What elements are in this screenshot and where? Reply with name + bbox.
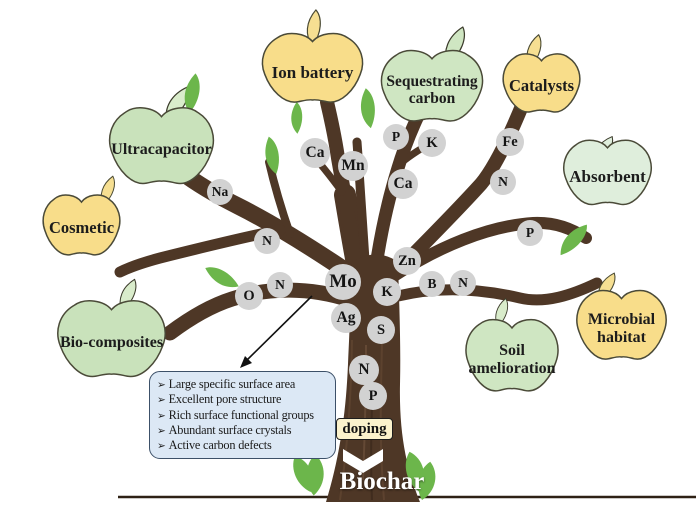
apple-microbial-habitat: Microbial habitat — [572, 287, 671, 365]
element-n: N — [349, 355, 379, 385]
chevron-down-icon — [343, 449, 383, 473]
apple-icon — [257, 30, 368, 108]
info-item: ➢Active carbon defects — [157, 438, 331, 453]
info-item: ➢Large specific surface area — [157, 377, 331, 392]
apple-label: Sequestrating carbon — [386, 72, 478, 108]
apple-label: Ultracapacitor — [111, 141, 212, 159]
element-b: B — [419, 271, 445, 297]
element-o: O — [235, 282, 263, 310]
element-na: Na — [207, 179, 233, 205]
apple-label: Cosmetic — [48, 218, 115, 238]
apple-ultracapacitor: Ultracapacitor — [104, 104, 219, 190]
apple-icon — [559, 137, 656, 210]
element-n: N — [490, 169, 516, 195]
apple-icon — [104, 104, 219, 190]
arrow-bullet-icon: ➢ — [157, 441, 166, 453]
element-ag: Ag — [331, 303, 361, 333]
apple-icon — [499, 51, 584, 117]
apple-icon — [376, 47, 488, 127]
properties-info-box: ➢Large specific surface area ➢Excellent … — [149, 371, 336, 460]
apple-icon — [461, 316, 563, 397]
element-ca: Ca — [388, 169, 418, 199]
info-item: ➢Abundant surface crystals — [157, 423, 331, 438]
info-item: ➢Rich surface functional groups — [157, 408, 331, 423]
info-item-text: Abundant surface crystals — [168, 422, 292, 437]
apple-icon — [39, 192, 124, 260]
info-item: ➢Excellent pore structure — [157, 392, 331, 407]
leaf-icon — [291, 101, 303, 134]
leaf-icon — [205, 267, 239, 288]
apple-label: Absorbent — [569, 166, 646, 186]
leaf-icon — [184, 73, 200, 114]
apple-label: Ion battery — [271, 62, 354, 82]
apple-label: Bio-composites — [59, 334, 164, 352]
element-s: S — [367, 316, 395, 344]
pointer-arrow — [240, 295, 313, 368]
element-k: K — [373, 278, 401, 306]
apple-ion-battery: Ion battery — [257, 30, 368, 108]
apple-icon — [52, 297, 171, 383]
leaf-icon — [360, 88, 375, 129]
doping-label: doping — [336, 418, 393, 440]
leaf-icon — [560, 224, 587, 256]
info-item-text: Rich surface functional groups — [168, 407, 314, 422]
info-item-text: Large specific surface area — [168, 377, 296, 391]
leaf-icon — [495, 298, 509, 327]
apple-soil-amelioration: Soil amelioration — [461, 316, 563, 397]
apple-sequestrating-carbon: Sequestrating carbon — [376, 47, 488, 127]
apple-absorbent: Absorbent — [559, 137, 656, 210]
leaf-icon — [418, 461, 436, 501]
arrow-bullet-icon: ➢ — [157, 410, 166, 422]
apple-cosmetic: Cosmetic — [39, 192, 124, 260]
element-fe: Fe — [496, 128, 524, 156]
arrow-bullet-icon: ➢ — [157, 380, 166, 391]
apple-label: Microbial habitat — [587, 311, 656, 347]
element-n: N — [254, 228, 280, 254]
leaf-icon — [306, 454, 324, 496]
element-mn: Mn — [338, 151, 368, 181]
element-zn: Zn — [393, 247, 421, 275]
element-k: K — [418, 129, 446, 157]
apple-icon — [572, 287, 671, 365]
element-ca: Ca — [300, 138, 330, 168]
apple-label: Catalysts — [508, 76, 575, 96]
element-n: N — [267, 272, 293, 298]
arrow-bullet-icon: ➢ — [157, 395, 166, 407]
leaf-icon — [265, 136, 279, 175]
apple-label: Soil amelioration — [468, 341, 556, 377]
info-item-text: Active carbon defects — [168, 438, 272, 453]
apple-bio-composites: Bio-composites — [52, 297, 171, 383]
apple-catalysts: Catalysts — [499, 51, 584, 117]
info-item-text: Excellent pore structure — [168, 392, 282, 407]
element-p: P — [517, 220, 543, 246]
element-p: P — [383, 124, 409, 150]
element-p: P — [359, 382, 387, 410]
element-n: N — [450, 270, 476, 296]
biochar-title: Biochar — [339, 468, 425, 495]
element-mo: Mo — [325, 264, 361, 300]
arrow-bullet-icon: ➢ — [157, 425, 166, 437]
